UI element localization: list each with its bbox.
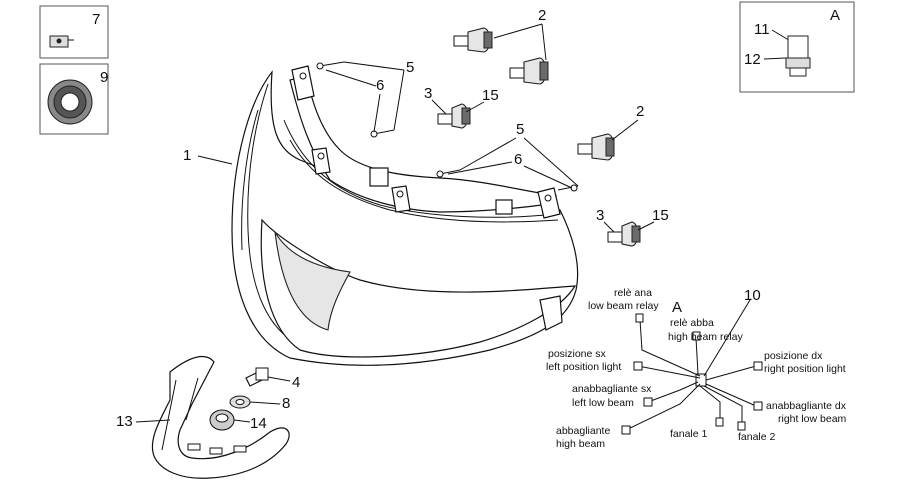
callout-7: 7	[92, 11, 100, 28]
label-posizione-dx: posizione dx	[764, 350, 823, 362]
callout-6-lower: 6	[514, 151, 522, 168]
inset-part-7: 7	[39, 5, 109, 59]
label-posizione-sx: posizione sx	[548, 348, 607, 360]
wiring-harness	[621, 299, 763, 435]
bulb-2-upper-right	[509, 57, 549, 85]
label-fanale-2: fanale 2	[738, 431, 776, 443]
washer-8	[229, 395, 251, 409]
bulb-2-upper-left	[453, 27, 493, 53]
screw-set-lower	[436, 169, 579, 192]
mounting-bracket	[151, 355, 290, 479]
label-right-position-light: right position light	[764, 363, 846, 375]
callout-9: 9	[100, 69, 108, 86]
inset-relay-box: A 11 12	[739, 1, 855, 93]
callout-3-upper: 3	[424, 85, 432, 102]
inset-part-9: 9	[39, 63, 109, 135]
screw-set-upper	[316, 61, 395, 138]
callout-12: 12	[744, 51, 761, 68]
label-fanale-1: fanale 1	[670, 428, 708, 440]
label-low-beam-relay: low beam relay	[588, 300, 659, 312]
callout-4: 4	[292, 374, 300, 391]
grommet-icon	[47, 79, 93, 125]
label-left-position-light: left position light	[546, 361, 621, 373]
callout-2-right: 2	[636, 103, 644, 120]
relay-icon	[785, 35, 811, 77]
label-high-beam-relay: high beam relay	[668, 331, 743, 343]
callout-15-upper: 15	[482, 87, 499, 104]
wiring-a-letter: A	[672, 299, 682, 316]
label-anabbagliante-sx: anabbagliante sx	[572, 383, 652, 395]
callout-15-lower: 15	[652, 207, 669, 224]
callout-1: 1	[183, 147, 191, 164]
label-rele-ana: relè ana	[614, 287, 652, 299]
bolt-4	[245, 367, 269, 387]
callout-5-lower: 5	[516, 121, 524, 138]
label-abbagliante: abbagliante	[556, 425, 610, 437]
label-right-low-beam: right low beam	[778, 413, 847, 425]
callout-8: 8	[282, 395, 290, 412]
callout-11: 11	[754, 21, 770, 38]
label-anabbagliante-dx: anabbagliante dx	[766, 400, 847, 412]
callout-2-top: 2	[538, 7, 546, 24]
grommet-14	[209, 409, 235, 431]
bulb-3-lower	[607, 221, 641, 247]
callout-14: 14	[250, 415, 267, 432]
inset-a-letter: A	[830, 7, 840, 24]
label-rele-abba: relè abba	[670, 317, 714, 329]
callout-3-lower: 3	[596, 207, 604, 224]
callout-10: 10	[744, 287, 761, 304]
headlight-assembly	[231, 65, 579, 366]
label-left-low-beam: left low beam	[572, 397, 634, 409]
callout-13: 13	[116, 413, 133, 430]
bulb-3-upper	[437, 103, 471, 129]
bulb-2-right	[577, 133, 615, 161]
label-high-beam: high beam	[556, 438, 605, 450]
callout-6-upper: 6	[376, 77, 384, 94]
callout-5-upper: 5	[406, 59, 414, 76]
